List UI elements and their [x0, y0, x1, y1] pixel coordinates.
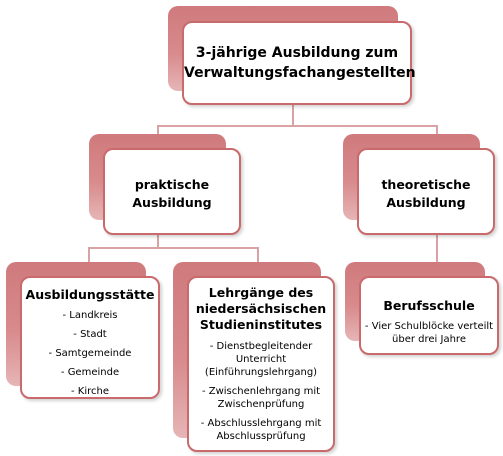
list-item: Samtgemeinde — [22, 347, 158, 360]
connector-root-down — [292, 104, 294, 126]
ausbildungsstaette-node: Ausbildungsstätte Landkreis Stadt Samtge… — [20, 276, 160, 399]
list-item-line: Zwischenprüfung — [217, 399, 305, 410]
connector-to-ausbildungsstaette — [88, 247, 90, 263]
list-item: Abschlusslehrgang mit Abschlussprüfung — [189, 417, 333, 443]
ausbildungsstaette-list: Landkreis Stadt Samtgemeinde Gemeinde Ki… — [22, 309, 158, 398]
connector-to-praktisch — [157, 125, 159, 139]
root-title-line1: 3-jährige Ausbildung zum — [195, 45, 399, 61]
praktisch-title-line1: praktische — [134, 177, 210, 192]
lehrgaenge-list: Dienstbegleitender Unterricht (Einführun… — [189, 340, 333, 443]
list-item: Dienstbegleitender Unterricht (Einführun… — [189, 340, 333, 379]
list-item-line: über drei Jahre — [392, 334, 466, 345]
list-item: Gemeinde — [22, 366, 158, 379]
list-item-line: Vier Schulblöcke verteilt — [371, 321, 494, 332]
lehrgaenge-title-line1: Lehrgänge des — [208, 285, 314, 300]
connector-level1-horizontal — [157, 125, 437, 127]
list-item-line: Unterricht — [235, 354, 287, 365]
connector-level2-horizontal — [88, 247, 258, 249]
ausbildungsstaette-title: Ausbildungsstätte — [25, 287, 155, 302]
list-item: Landkreis — [22, 309, 158, 322]
list-item: Zwischenlehrgang mit Zwischenprüfung — [189, 385, 333, 411]
berufsschule-list: Vier Schulblöcke verteilt über drei Jahr… — [361, 320, 497, 346]
lehrgaenge-title-line3: Studieninstitutes — [199, 317, 323, 332]
praktisch-node: praktische Ausbildung — [103, 148, 241, 235]
list-item-line: (Einführungslehrgang) — [204, 367, 318, 378]
list-item: Vier Schulblöcke verteilt über drei Jahr… — [361, 320, 497, 346]
root-node: 3-jährige Ausbildung zum Verwaltungsfach… — [182, 21, 416, 105]
theoretisch-title-line2: Ausbildung — [386, 195, 466, 210]
list-item-line: Zwischenlehrgang mit — [208, 386, 321, 397]
lehrgaenge-title-line2: niedersächsischen — [195, 301, 327, 316]
connector-to-lehrgaenge — [257, 247, 259, 263]
praktisch-title-line2: Ausbildung — [132, 195, 212, 210]
lehrgaenge-node: Lehrgänge des niedersächsischen Studieni… — [187, 276, 335, 452]
list-item-line: Abschlussprüfung — [216, 431, 306, 442]
connector-to-theoretisch — [436, 125, 438, 139]
theoretisch-node: theoretische Ausbildung — [357, 148, 495, 235]
list-item: Stadt — [22, 328, 158, 341]
connector-praktisch-down — [157, 234, 159, 248]
list-item: Kirche — [22, 385, 158, 398]
theoretisch-title-line1: theoretische — [381, 177, 471, 192]
list-item-line: Dienstbegleitender — [216, 341, 313, 352]
berufsschule-node: Berufsschule Vier Schulblöcke verteilt ü… — [359, 276, 499, 355]
connector-theoretisch-down — [436, 234, 438, 264]
root-title-line2: Verwaltungsfachangestellten — [184, 65, 416, 81]
list-item-line: Abschlusslehrgang mit — [207, 418, 322, 429]
berufsschule-title: Berufsschule — [383, 298, 475, 313]
